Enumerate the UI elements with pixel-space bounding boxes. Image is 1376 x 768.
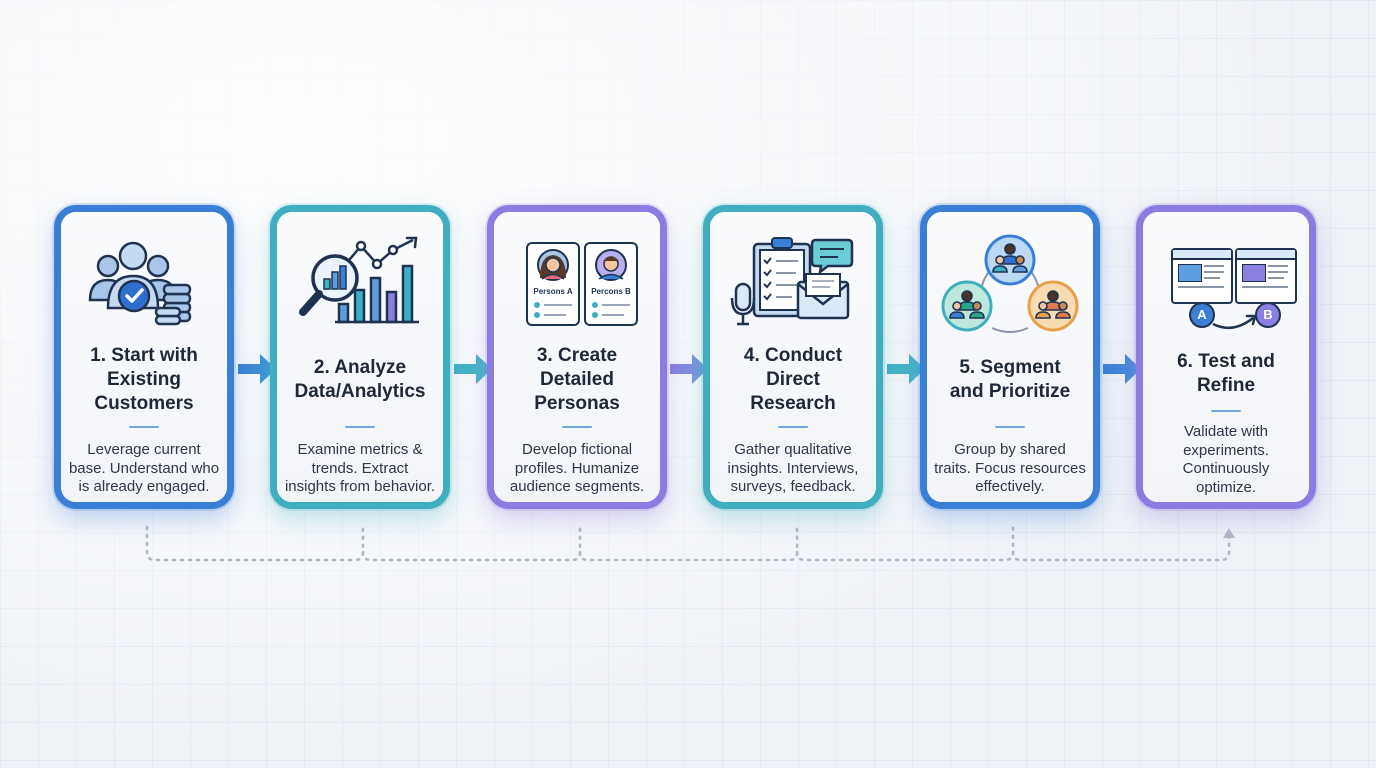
step-3-title-line: 3. Create: [536, 345, 618, 366]
step-6-title-line: 6. Test and: [1177, 351, 1275, 372]
step-6-desc-line: Validate with: [1184, 423, 1268, 440]
step-card-5: 5. Segment and Prioritize Group by share…: [920, 205, 1100, 509]
persona-card-b-label: Percons B: [591, 287, 631, 296]
step-1-title-line: Existing: [107, 369, 181, 390]
step-2-description: Examine metrics & trends. Extract insigh…: [283, 441, 437, 497]
ab-test-icon: A B: [1143, 234, 1309, 332]
step-card-2: 2. Analyze Data/Analytics Examine metric…: [270, 205, 450, 509]
step-5-divider: [995, 426, 1025, 428]
step-6-title-line: Refine: [1196, 375, 1256, 396]
persona-card-a: Persons A: [526, 242, 580, 326]
arrow-icon: [1103, 354, 1141, 384]
step-6-desc-line: optimize.: [1195, 478, 1257, 496]
step-6-desc-line: Continuously: [1182, 460, 1270, 477]
arrow-icon: [887, 354, 925, 384]
step-2-title-line: Data/Analytics: [294, 381, 426, 402]
persona-card-b: Percons B: [584, 242, 638, 326]
step-5-desc-line: Group by shared: [954, 441, 1066, 458]
step-2-divider: [345, 426, 375, 428]
step-2-title: 2. Analyze Data/Analytics: [283, 356, 437, 404]
segments-icon: [927, 234, 1093, 333]
step-2-desc-line: Examine metrics &: [297, 441, 423, 458]
step-3-desc-line: profiles. Humanize: [514, 459, 640, 477]
step-3-description: Develop fictional profiles. Humanize aud…: [500, 441, 654, 497]
step-3-desc-line: audience segments.: [509, 478, 645, 495]
step-6-description: Validate with experiments. Continuously …: [1149, 423, 1303, 497]
step-3-title-line: Personas: [534, 393, 620, 414]
variant-b-window: [1235, 248, 1297, 304]
step-6-divider: [1211, 410, 1241, 412]
step-4-desc-line: surveys, feedback.: [730, 478, 856, 495]
step-3-title: 3. Create Detailed Personas: [500, 344, 654, 416]
step-6-title: 6. Test and Refine: [1149, 350, 1303, 398]
step-6-desc-line: experiments.: [1183, 441, 1269, 459]
persona-card-a-rows: [534, 302, 572, 318]
customers-icon: [61, 234, 227, 332]
step-1-description: Leverage current base. Understand who is…: [67, 441, 221, 497]
step-4-title-line: Direct: [766, 369, 820, 390]
step-3-desc-line: Develop fictional: [521, 441, 633, 458]
arrow-icon: [670, 354, 708, 384]
step-1-title-line: Customers: [94, 393, 194, 414]
step-2-desc-line: insights from behavior.: [284, 478, 436, 495]
personas-icon: Persons A Percons B: [494, 234, 660, 332]
step-4-title-line: 4. Conduct: [743, 345, 843, 366]
step-4-title: 4. Conduct Direct Research: [716, 344, 870, 416]
step-4-desc-line: Gather qualitative: [734, 441, 852, 458]
step-card-3-body: Persons A Percons B: [494, 212, 660, 502]
step-3-divider: [562, 426, 592, 428]
step-card-6-body: A B 6. Test and Refine Validate with exp…: [1143, 212, 1309, 502]
step-card-2-body: 2. Analyze Data/Analytics Examine metric…: [277, 212, 443, 502]
step-2-desc-line: trends. Extract: [311, 459, 409, 477]
arrow-icon: [454, 354, 492, 384]
step-3-title-line: Detailed: [540, 369, 614, 390]
step-1-desc-line: base. Understand who: [68, 459, 220, 477]
step-1-title: 1. Start with Existing Customers: [67, 344, 221, 416]
variant-a-window: [1171, 248, 1233, 304]
analytics-icon: [277, 234, 443, 332]
step-5-title-line: 5. Segment: [959, 357, 1061, 378]
step-card-6: A B 6. Test and Refine Validate with exp…: [1136, 205, 1316, 509]
variant-b-badge: B: [1255, 302, 1281, 328]
variant-a-badge: A: [1189, 302, 1215, 328]
step-4-divider: [778, 426, 808, 428]
step-5-title: 5. Segment and Prioritize: [933, 356, 1087, 404]
step-card-3: Persons A Percons B: [487, 205, 667, 509]
step-4-description: Gather qualitative insights. Interviews,…: [716, 441, 870, 497]
step-2-title-line: 2. Analyze: [313, 357, 407, 378]
step-4-title-line: Research: [750, 393, 836, 414]
step-5-desc-line: traits. Focus resources: [934, 459, 1086, 477]
step-1-desc-line: is already engaged.: [78, 478, 210, 495]
step-card-1-body: 1. Start with Existing Customers Leverag…: [61, 212, 227, 502]
step-5-title-line: and Prioritize: [949, 381, 1071, 402]
step-4-desc-line: insights. Interviews,: [727, 459, 859, 477]
step-1-title-line: 1. Start with: [90, 345, 198, 366]
ab-arrow-icon: [1212, 314, 1257, 330]
step-card-4-body: 4. Conduct Direct Research Gather qualit…: [710, 212, 876, 502]
step-card-1: 1. Start with Existing Customers Leverag…: [54, 205, 234, 509]
persona-card-b-rows: [592, 302, 630, 318]
step-1-desc-line: Leverage current: [87, 441, 201, 458]
step-5-desc-line: effectively.: [975, 478, 1045, 495]
research-icon: [710, 234, 876, 332]
step-card-4: 4. Conduct Direct Research Gather qualit…: [703, 205, 883, 509]
step-5-description: Group by shared traits. Focus resources …: [933, 441, 1087, 497]
arrow-icon: [238, 354, 276, 384]
step-1-divider: [129, 426, 159, 428]
persona-card-a-label: Persons A: [533, 287, 573, 296]
step-card-5-body: 5. Segment and Prioritize Group by share…: [927, 212, 1093, 502]
